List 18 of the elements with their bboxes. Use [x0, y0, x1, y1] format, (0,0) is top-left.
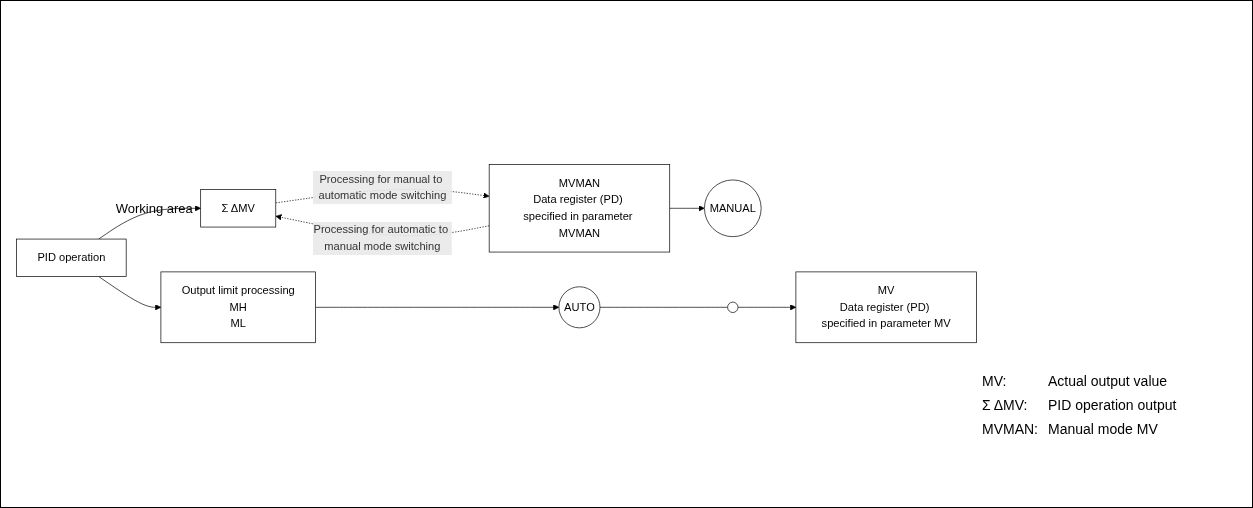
node-box: Σ ΔMV — [200, 189, 277, 228]
node-caption: Working area — [115, 201, 193, 217]
connector — [599, 307, 728, 308]
definition-text: MV: — [982, 373, 1008, 389]
node-box: MVMAN Data register (PD) specified in parameter MVMAN — [488, 164, 671, 253]
definition-text: MVMAN: — [982, 421, 1038, 437]
node-box: Output limit processing MH ML — [160, 271, 316, 344]
definition-text: Manual mode MV — [1048, 421, 1159, 437]
node-circle: AUTO — [558, 286, 601, 329]
node-box: PID operation — [16, 239, 127, 278]
edge-label: Processing for automatic to manual mode switching — [313, 224, 449, 253]
node-box: MV Data register (PD) specified in parameter MV — [795, 271, 977, 344]
definition-text: Σ ΔMV: — [982, 397, 1029, 413]
node-circle: MANUAL — [704, 179, 762, 238]
definition-text: PID operation output — [1048, 397, 1178, 413]
definition-text: Actual output value — [1048, 373, 1169, 389]
edge-label: Processing for manual to automatic mode switching — [318, 173, 447, 202]
node-circle — [727, 302, 739, 314]
